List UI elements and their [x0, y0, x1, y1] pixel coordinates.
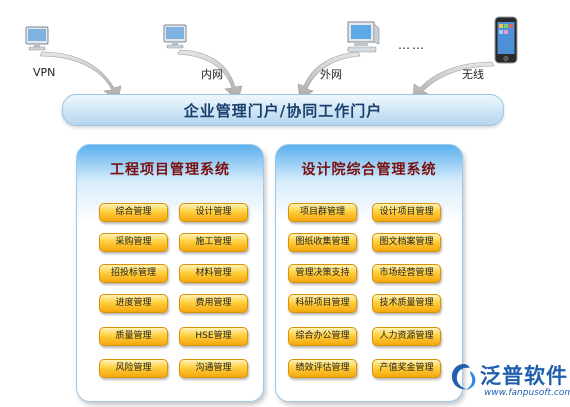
- panel-title-engineering: 工程项目管理系统: [110, 162, 230, 178]
- module-integrated-mgmt[interactable]: 综合管理: [99, 203, 168, 222]
- module-hr-mgmt[interactable]: 人力资源管理: [372, 327, 441, 346]
- module-communication-mgmt[interactable]: 沟通管理: [179, 359, 248, 378]
- design-institute-system-panel: 设计院综合管理系统 项目群管理 设计项目管理 图纸收集管理 图文档案管理 管理决…: [275, 144, 463, 402]
- access-label-internet: 外网: [320, 68, 342, 81]
- module-risk-mgmt[interactable]: 风险管理: [99, 359, 168, 378]
- more-devices-ellipsis: ……: [398, 38, 426, 52]
- desktop-computer-icon: [163, 24, 187, 49]
- module-construction-mgmt[interactable]: 施工管理: [179, 233, 248, 252]
- brand-url: www.fanpusoft.com: [484, 388, 570, 398]
- brand-name: 泛普软件: [480, 364, 568, 388]
- module-office-mgmt[interactable]: 综合办公管理: [288, 327, 357, 346]
- module-performance-evaluation-mgmt[interactable]: 绩效评估管理: [288, 359, 357, 378]
- panel-title-design-institute: 设计院综合管理系统: [301, 162, 437, 178]
- module-design-project-mgmt[interactable]: 设计项目管理: [372, 203, 441, 222]
- module-design-mgmt[interactable]: 设计管理: [179, 203, 248, 222]
- module-program-mgmt[interactable]: 项目群管理: [288, 203, 357, 222]
- module-quality-mgmt[interactable]: 质量管理: [99, 327, 168, 346]
- module-bidding-mgmt[interactable]: 招投标管理: [99, 264, 168, 283]
- module-output-bonus-mgmt[interactable]: 产值奖金管理: [372, 359, 441, 378]
- module-procurement-mgmt[interactable]: 采购管理: [99, 233, 168, 252]
- module-research-project-mgmt[interactable]: 科研项目管理: [288, 294, 357, 313]
- crt-computer-icon: [347, 21, 380, 53]
- enterprise-portal-bar[interactable]: 企业管理门户/协同工作门户: [62, 94, 504, 126]
- access-label-vpn: VPN: [33, 66, 56, 79]
- module-market-operations-mgmt[interactable]: 市场经营管理: [372, 264, 441, 283]
- module-materials-mgmt[interactable]: 材料管理: [179, 264, 248, 283]
- desktop-computer-icon: [25, 26, 49, 51]
- module-hse-mgmt[interactable]: HSE管理: [179, 327, 248, 346]
- engineering-project-system-panel: 工程项目管理系统 综合管理 设计管理 采购管理 施工管理 招投标管理 材料管理 …: [76, 144, 264, 402]
- module-technical-quality-mgmt[interactable]: 技术质量管理: [372, 294, 441, 313]
- module-document-archive-mgmt[interactable]: 图文档案管理: [372, 233, 441, 252]
- module-cost-mgmt[interactable]: 费用管理: [179, 294, 248, 313]
- brand-mark-icon: [451, 364, 476, 390]
- portal-label: 企业管理门户/协同工作门户: [183, 101, 383, 120]
- access-label-lan: 内网: [201, 68, 223, 81]
- brand-logo: 泛普软件 www.fanpusoft.com: [448, 358, 570, 404]
- module-drawing-collection-mgmt[interactable]: 图纸收集管理: [288, 233, 357, 252]
- module-decision-support[interactable]: 管理决策支持: [288, 264, 357, 283]
- module-schedule-mgmt[interactable]: 进度管理: [99, 294, 168, 313]
- smartphone-icon: [494, 16, 518, 64]
- access-label-wireless: 无线: [462, 68, 484, 81]
